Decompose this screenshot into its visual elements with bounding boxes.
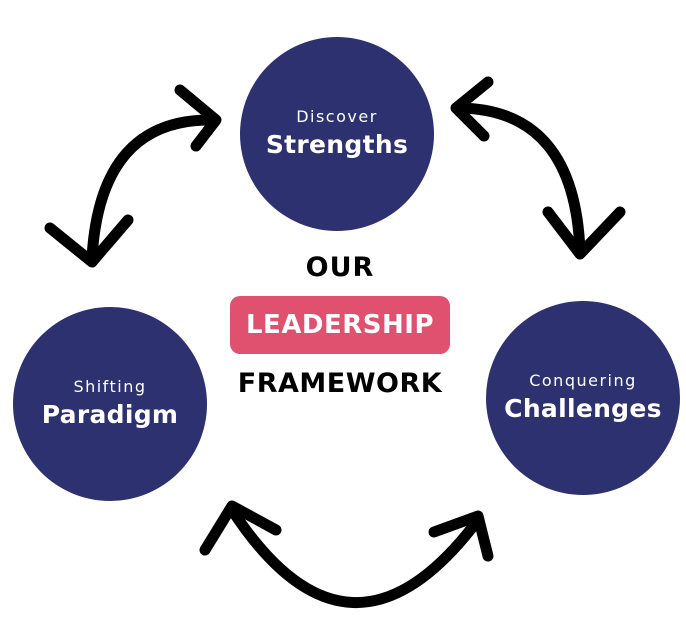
node-subtitle: Shifting xyxy=(73,377,147,396)
heading-our: OUR xyxy=(305,252,375,283)
node-subtitle: Discover xyxy=(296,107,378,126)
arrow-top-left-head-upper xyxy=(174,84,222,152)
arrow-top-right xyxy=(450,76,626,260)
node-title: Strengths xyxy=(265,130,409,159)
arrow-top-left-head-lower xyxy=(44,214,134,268)
arrow-bottom xyxy=(199,500,494,608)
arrow-bottom-head-right xyxy=(428,510,494,562)
badge-label: LEADERSHIP xyxy=(245,310,435,340)
center-heading: OUR LEADERSHIP FRAMEWORK xyxy=(215,250,465,410)
node-shifting-paradigm: Shifting Paradigm xyxy=(13,307,207,501)
arrow-top-right-head-lower xyxy=(542,206,626,260)
arrow-bottom-curve xyxy=(226,504,484,608)
node-title: Paradigm xyxy=(41,400,179,429)
arrow-top-left xyxy=(44,84,222,268)
arrow-top-right-head-upper xyxy=(450,76,494,142)
arrow-top-right-curve xyxy=(454,102,586,258)
heading-framework: FRAMEWORK xyxy=(237,368,443,399)
node-subtitle: Conquering xyxy=(529,371,637,390)
node-conquering-challenges: Conquering Challenges xyxy=(486,301,680,495)
node-discover-strengths: Discover Strengths xyxy=(240,37,434,231)
arrow-bottom-head-left xyxy=(199,500,282,556)
arrow-top-left-curve xyxy=(86,114,219,264)
node-title: Challenges xyxy=(504,394,662,423)
leadership-badge: LEADERSHIP xyxy=(230,296,450,354)
